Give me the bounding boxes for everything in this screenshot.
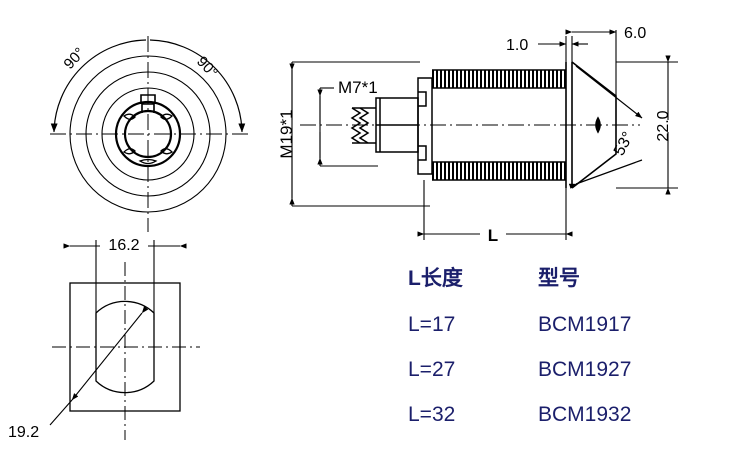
dimension-diameter <box>49 306 149 426</box>
dimension-label-cone-length: 6.0 <box>624 25 646 42</box>
dimension-label-length: L <box>488 226 498 245</box>
front-view-centerlines <box>50 36 248 232</box>
table-cell-model-3: BCM1932 <box>538 403 632 426</box>
flange-plate <box>417 77 433 175</box>
table-cell-length-1: L=17 <box>408 313 456 336</box>
dimension-flange-thickness <box>538 36 588 62</box>
table-cell-length-3: L=32 <box>408 403 456 426</box>
dimension-label-diameter: 19.2 <box>8 424 39 441</box>
dim-label-bg-across <box>100 234 148 254</box>
angle-label-left: 90° <box>60 45 88 73</box>
angle-dimension-left <box>50 39 147 133</box>
main-threaded-barrel <box>432 69 566 181</box>
cutout-centerlines <box>52 262 200 440</box>
dimension-m7 <box>317 87 378 167</box>
table-header-length: L长度 <box>408 267 463 290</box>
dimension-label-flange-thickness: 1.0 <box>506 37 528 54</box>
table-header-model: 型号 <box>538 267 580 290</box>
front-view: 90° 90° <box>50 36 248 232</box>
dimension-label-m19: M19*1 <box>277 109 296 158</box>
dimension-label-across-flats: 16.2 <box>108 237 139 254</box>
dimension-cone-length <box>565 29 617 96</box>
panel-cutout-view: 16.2 19.2 <box>8 234 200 441</box>
table-cell-model-1: BCM1917 <box>538 313 632 336</box>
angle-label-right: 90° <box>193 53 221 81</box>
dimension-label-head-diameter: 22.0 <box>655 110 672 141</box>
dimension-length-L <box>417 180 573 240</box>
table-cell-model-2: BCM1927 <box>538 358 632 381</box>
side-section-view: M19*1 M7*1 <box>277 25 678 245</box>
dimension-label-m7: M7*1 <box>338 78 378 97</box>
dimension-m19 <box>289 61 430 207</box>
dimension-head-diameter <box>616 55 678 195</box>
table-cell-length-2: L=27 <box>408 358 456 381</box>
front-view-tumbler-slots <box>122 113 174 165</box>
dimension-cone-angle <box>568 65 643 189</box>
angle-dimension-right <box>149 39 246 133</box>
